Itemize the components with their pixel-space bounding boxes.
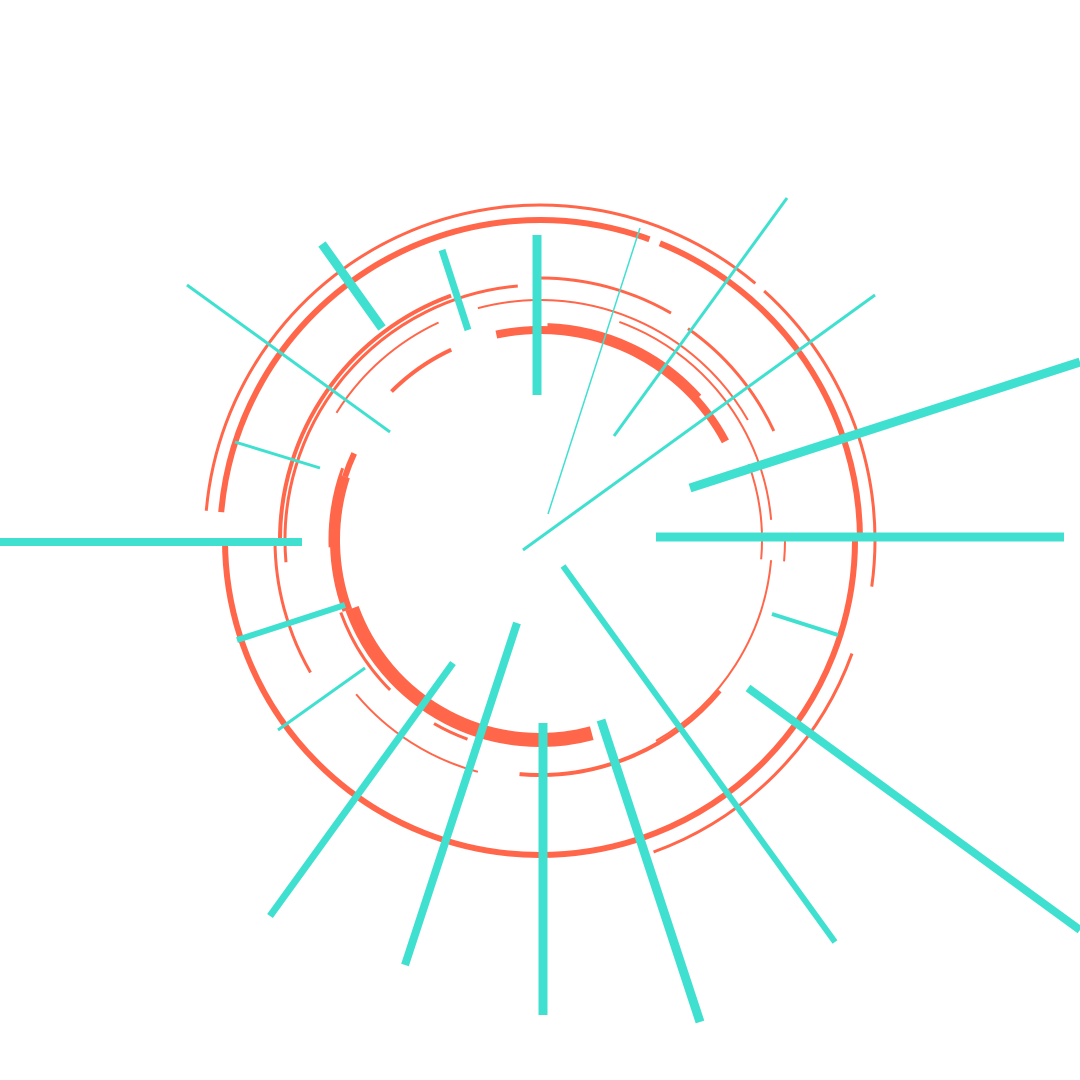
ray-9 [236,602,346,643]
arc-22 [342,452,357,478]
arc-3 [218,217,651,513]
arc-21 [330,475,353,612]
ray-16 [771,612,839,637]
ray-6 [438,248,472,332]
arc-23 [390,347,453,393]
arc-11 [687,327,776,432]
ray-12 [401,621,521,967]
arc-8 [539,276,672,315]
ray-layer [0,197,1080,1024]
ray-7 [186,283,391,434]
arc-14 [477,299,749,421]
arc-18 [355,693,479,773]
arc-10 [278,293,452,541]
arc-6 [653,653,854,854]
ray-19 [547,227,641,515]
arc-9 [273,539,312,674]
ray-5 [318,241,386,331]
arc-20 [339,611,392,691]
arc-28 [783,539,786,562]
arc-4 [658,240,863,541]
arc-12 [519,689,722,777]
arc-27 [547,323,702,398]
arc-15 [619,321,773,520]
ray-8 [234,440,321,470]
ray-18 [612,197,789,437]
ray-11 [267,660,456,919]
arc-2 [763,289,877,587]
ray-10 [277,666,366,732]
arc-1 [204,203,757,511]
ray-17 [522,293,876,552]
arc-29 [391,681,410,699]
arc-25 [345,606,594,747]
ray-13 [596,718,705,1024]
arc-19 [433,722,469,741]
ray-14 [560,564,838,944]
ray-20 [688,357,1080,493]
ray-15 [745,684,1080,934]
arc-26 [328,467,345,548]
